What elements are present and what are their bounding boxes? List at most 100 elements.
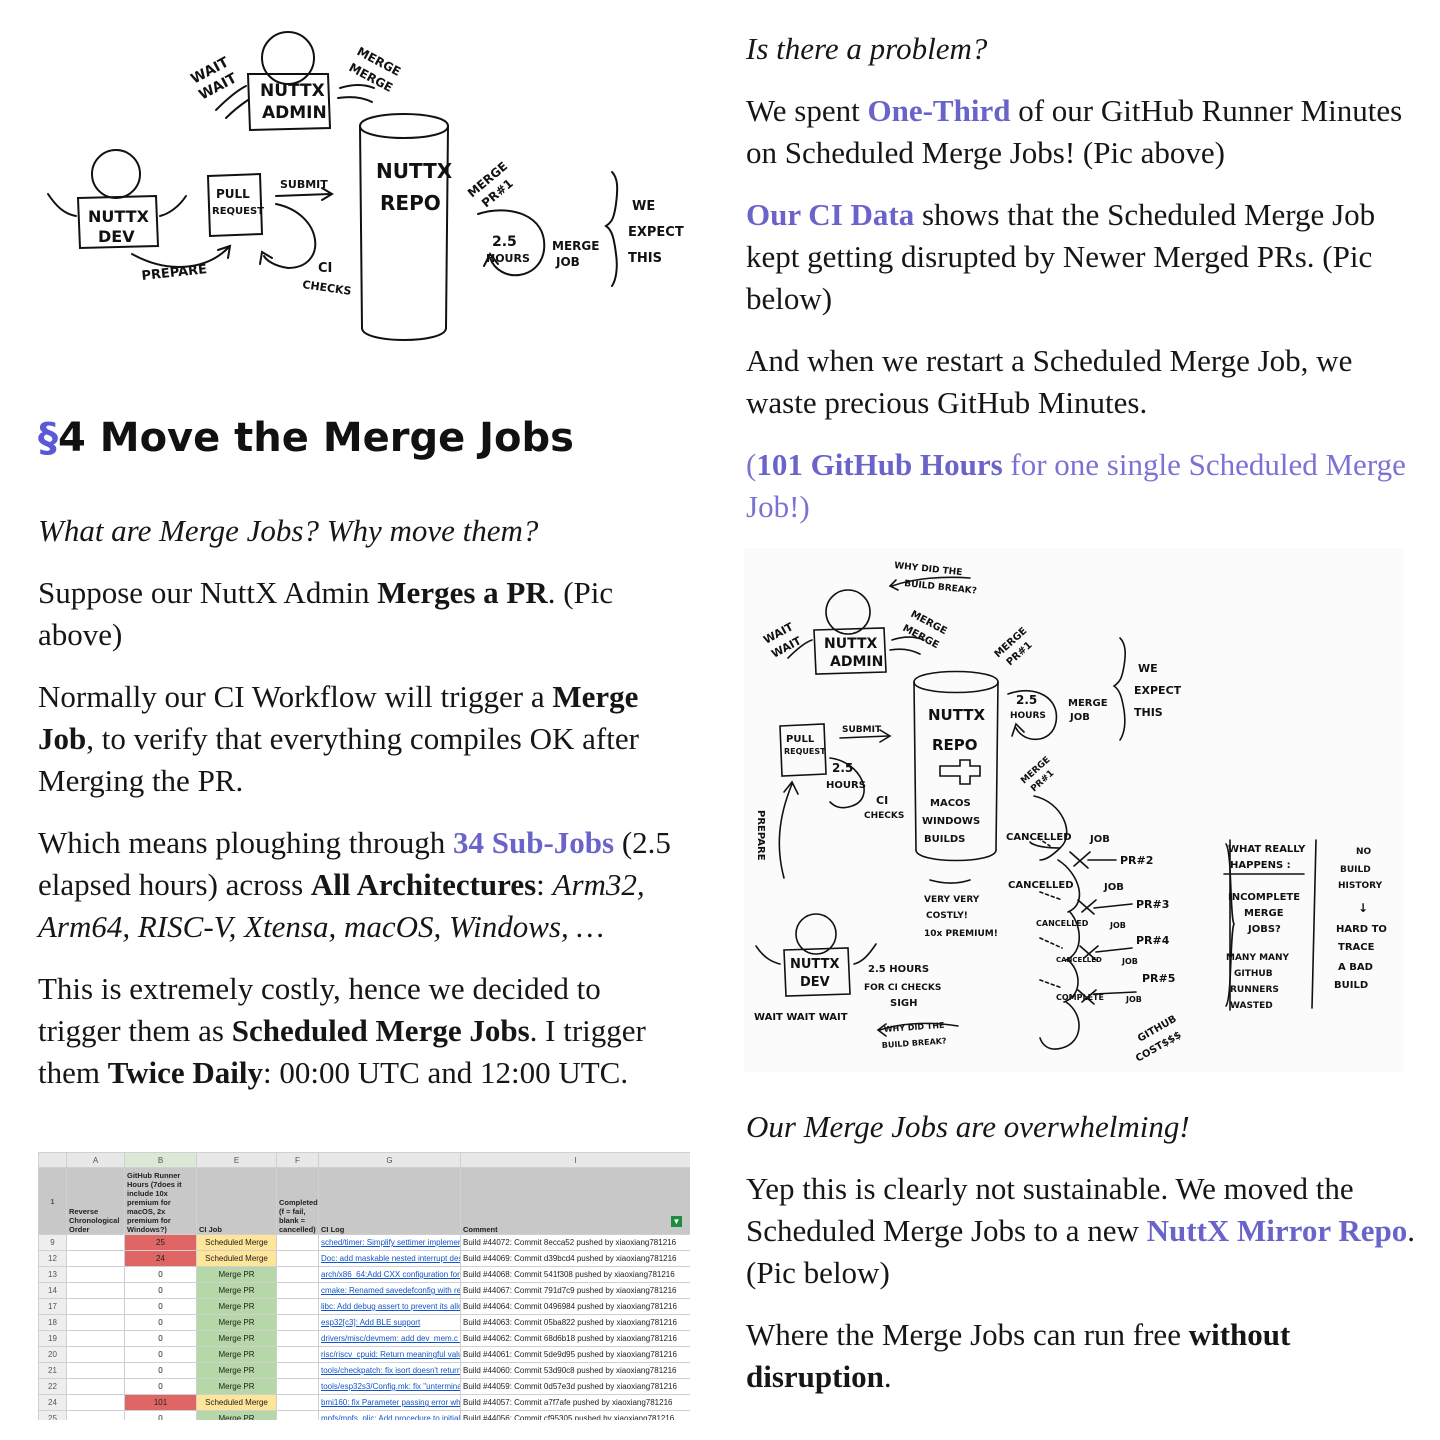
reverse-order-cell: [66, 1266, 125, 1283]
why-label: WHY DID THE: [884, 1021, 945, 1034]
ci-label: CI: [876, 794, 888, 807]
ci-log-link[interactable]: esp32[c3]: Add BLE support: [318, 1314, 461, 1331]
text-run: :: [536, 867, 545, 902]
text-run: We spent: [746, 93, 868, 128]
ci-job-cell: Scheduled Merge: [196, 1250, 277, 1267]
completed-cell: [276, 1250, 319, 1267]
column-header[interactable]: CI Job: [196, 1167, 277, 1235]
column-header[interactable]: Completed? (f = fail, blank = cancelled): [276, 1167, 319, 1235]
row-number: 13: [38, 1266, 67, 1283]
ci-log-link[interactable]: tools/checkpatch: fix isort doesn't retu…: [318, 1362, 461, 1379]
completed-cell: [276, 1314, 319, 1331]
ci-job-cell: Scheduled Merge: [196, 1234, 277, 1251]
github-hours-link[interactable]: 101 GitHub Hours: [756, 447, 1003, 482]
pr-label: REQUEST: [784, 747, 826, 756]
one-third-link[interactable]: One-Third: [867, 93, 1011, 128]
ci-log-link[interactable]: drivers/misc/devmem: add dev_mem.c in: [318, 1330, 461, 1347]
column-letter[interactable]: A: [66, 1152, 125, 1168]
costly-label: COSTLY!: [926, 911, 968, 921]
ci-label: CHECKS: [302, 278, 353, 298]
costly-label: 10x PREMIUM!: [924, 929, 998, 939]
paragraph: We spent One-Third of our GitHub Runner …: [746, 90, 1416, 174]
ci-data-link[interactable]: Our CI Data: [746, 197, 915, 232]
submit-label: SUBMIT: [842, 725, 882, 735]
hours-label: 2.5: [492, 234, 517, 250]
ci-job-cell: Scheduled Merge: [196, 1394, 277, 1411]
column-letter[interactable]: F: [276, 1152, 319, 1168]
text-run: , to verify that everything compiles OK …: [38, 721, 639, 798]
row-number: 12: [38, 1250, 67, 1267]
dev-hours-label: 2.5 HOURS: [868, 964, 929, 975]
ci-job-cell: Merge PR: [196, 1378, 277, 1395]
merge-job-label: JOB: [1069, 712, 1090, 723]
ci-log-link[interactable]: libc: Add debug assert to prevent its al…: [318, 1298, 461, 1315]
expect-label: EXPECT: [1134, 684, 1182, 697]
completed-cell: [276, 1410, 319, 1420]
ci-log-link[interactable]: sched/timer: Simplify settimer implement: [318, 1234, 461, 1251]
column-header[interactable]: Comment: [460, 1167, 690, 1235]
row-number: 18: [38, 1314, 67, 1331]
pr-label: PR#2: [1120, 854, 1153, 867]
column-header[interactable]: GitHub Runner Hours (7does it include 10…: [124, 1167, 197, 1235]
pr-label: PULL: [216, 187, 250, 201]
prepare-label: PREPARE: [755, 810, 766, 861]
sub-jobs-link[interactable]: 34 Sub-Jobs: [453, 825, 615, 860]
no-build-label: ↓: [1358, 901, 1368, 915]
text-run: of our GitHub Runner Minutes on Schedule…: [746, 93, 1403, 170]
happens-label: WASTED: [1230, 1001, 1273, 1011]
mirror-repo-link[interactable]: NuttX Mirror Repo: [1146, 1213, 1408, 1248]
submit-label: SUBMIT: [280, 178, 328, 191]
column-letter[interactable]: [38, 1152, 67, 1168]
ci-log-link[interactable]: cmake: Renamed savedefconfig with refn: [318, 1282, 461, 1299]
what-really-happens-sketch: WHY DID THE BUILD BREAK? WAIT WAIT NUTTX…: [744, 548, 1404, 1072]
column-letter[interactable]: B: [124, 1152, 197, 1168]
text-run-bold: Twice Daily: [107, 1055, 264, 1090]
column-header[interactable]: CI Log: [318, 1167, 461, 1235]
column-letter[interactable]: I: [460, 1152, 690, 1168]
repo-label: NUTTX: [376, 159, 453, 183]
happens-label: RUNNERS: [1230, 985, 1279, 995]
job-label: JOB: [1103, 882, 1124, 893]
dev-hours-label: FOR CI CHECKS: [864, 983, 941, 993]
ci-log-link[interactable]: bmi160: fix Parameter passing error wher: [318, 1394, 461, 1411]
column-letter[interactable]: G: [318, 1152, 461, 1168]
section-anchor[interactable]: §: [38, 415, 58, 461]
cancelled-label: CANCELLED: [1006, 832, 1072, 843]
ci-job-cell: Merge PR: [196, 1282, 277, 1299]
section-heading: §4 Move the Merge Jobs: [38, 412, 678, 464]
expect-label: THIS: [628, 251, 662, 266]
runner-hours-cell: 0: [124, 1282, 197, 1299]
ci-log-link[interactable]: tools/esp32s3/Config.mk: fix "unterminat…: [318, 1378, 461, 1395]
ci-log-link[interactable]: mpfs/mpfs_plic: Add procedure to initial…: [318, 1410, 461, 1420]
row-number: 20: [38, 1346, 67, 1363]
comment-cell: Build #44061: Commit 5de9d95 pushed by x…: [460, 1346, 690, 1363]
text-run: shows that the Scheduled Merge Job kept …: [746, 197, 1376, 316]
admin-label: NUTTX: [824, 636, 878, 652]
ci-log-link[interactable]: risc/riscv_cpuid: Return meaningful valu…: [318, 1346, 461, 1363]
text-run: This is extremely costly, hence we decid…: [38, 971, 601, 1048]
column-header[interactable]: Reverse Chronological Order: [66, 1167, 125, 1235]
ci-log-link[interactable]: arch/x86_64:Add CXX configuration for e: [318, 1266, 461, 1283]
hours-label: HOURS: [1010, 711, 1046, 721]
text-run: Suppose our NuttX Admin: [38, 575, 378, 610]
row-number: 24: [38, 1394, 67, 1411]
happens-label: JOBS?: [1247, 924, 1281, 935]
column-letter[interactable]: E: [196, 1152, 277, 1168]
text-run-bold: Merge Job: [38, 679, 639, 756]
filter-icon[interactable]: ▼: [671, 1216, 682, 1227]
comment-cell: Build #44062: Commit 68d6b18 pushed by x…: [460, 1330, 690, 1347]
completed-cell: [276, 1234, 319, 1251]
ci-log-link[interactable]: Doc: add maskable nested interrupt desc: [318, 1250, 461, 1267]
